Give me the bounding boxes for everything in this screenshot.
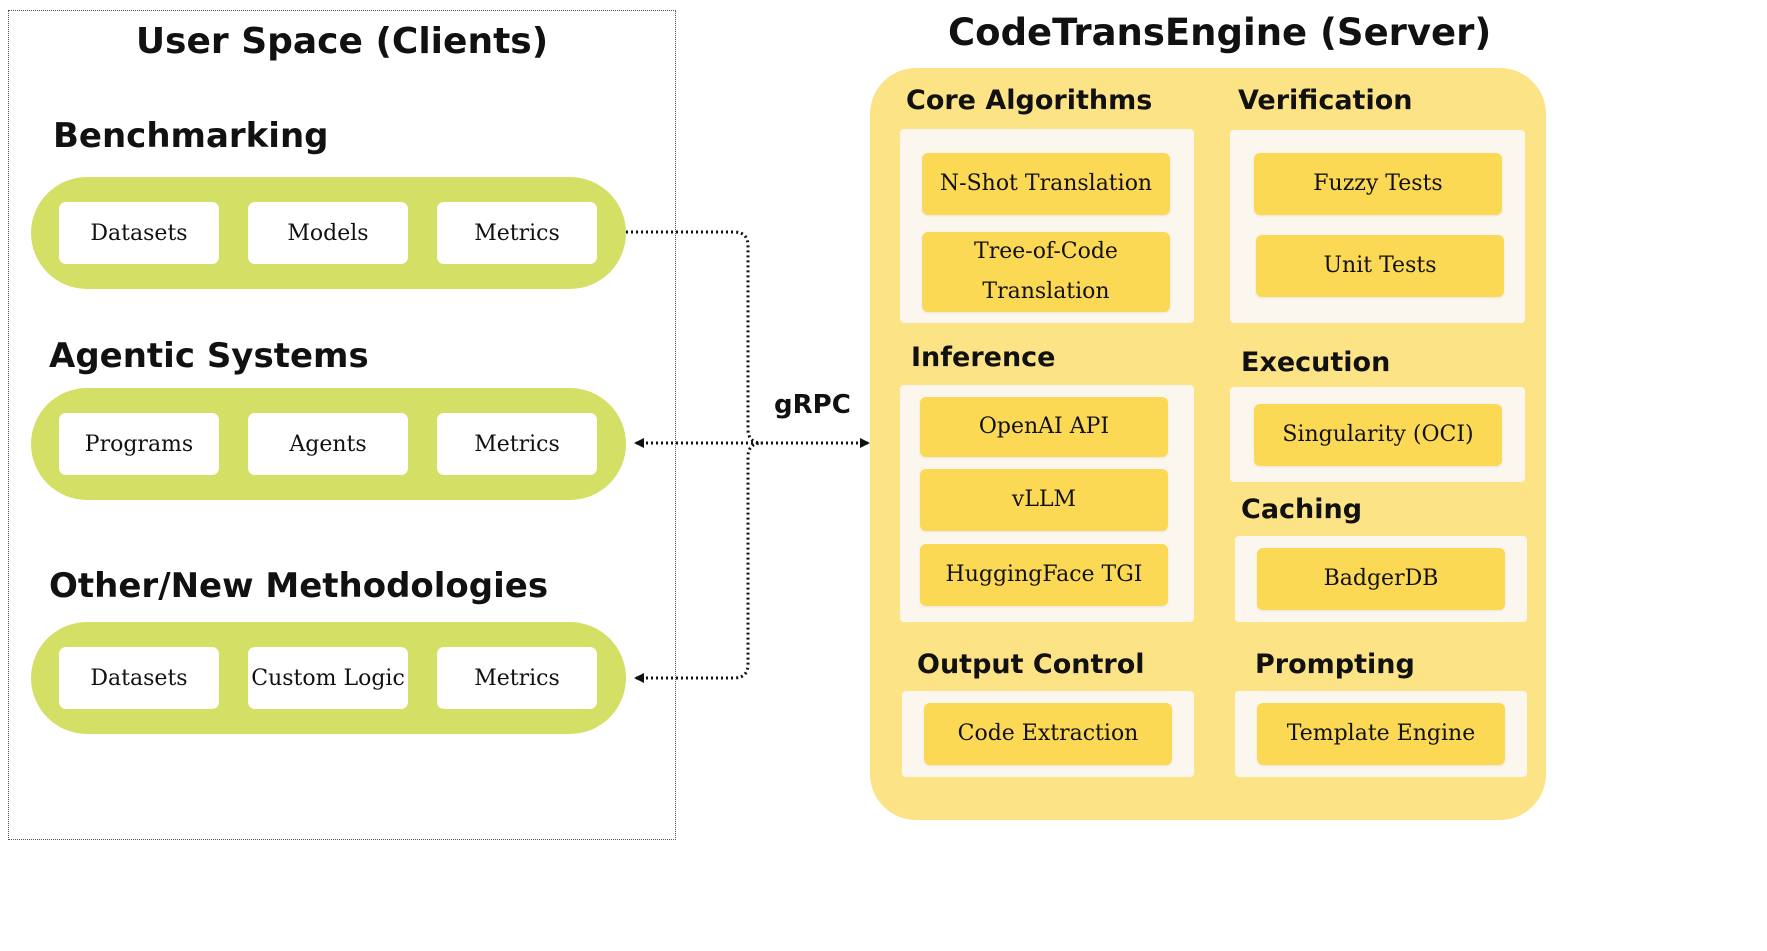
- client-panel: [8, 10, 676, 840]
- section-title-output-control: Output Control: [917, 649, 1145, 680]
- huggingface-tgi-box: HuggingFace TGI: [920, 544, 1168, 606]
- item-models: Models: [248, 202, 408, 264]
- section-title-inference: Inference: [911, 342, 1056, 373]
- n-shot-translation-box: N-Shot Translation: [922, 153, 1170, 215]
- group-title-other-methodologies: Other/New Methodologies: [49, 566, 549, 606]
- openai-api-box: OpenAI API: [920, 397, 1168, 457]
- grpc-label: gRPC: [774, 390, 851, 420]
- connector-line-benchmarking: [626, 230, 763, 445]
- section-title-verification: Verification: [1238, 85, 1413, 116]
- item-datasets: Datasets: [59, 647, 219, 709]
- item-metrics: Metrics: [437, 413, 597, 475]
- unit-tests-box: Unit Tests: [1256, 235, 1504, 297]
- fuzzy-tests-box: Fuzzy Tests: [1254, 153, 1502, 215]
- template-engine-box: Template Engine: [1257, 703, 1505, 765]
- item-agents: Agents: [248, 413, 408, 475]
- item-metrics: Metrics: [437, 202, 597, 264]
- connector-line-other: [634, 441, 763, 683]
- section-title-execution: Execution: [1241, 347, 1391, 378]
- client-title: User Space (Clients): [135, 21, 549, 62]
- badgerdb-box: BadgerDB: [1257, 548, 1505, 610]
- singularity-oci-box: Singularity (OCI): [1254, 404, 1502, 466]
- server-title: CodeTransEngine (Server): [948, 11, 1492, 54]
- group-title-agentic-systems: Agentic Systems: [49, 336, 369, 376]
- item-datasets: Datasets: [59, 202, 219, 264]
- item-custom-logic: Custom Logic: [248, 647, 408, 709]
- vllm-box: vLLM: [920, 469, 1168, 531]
- section-title-caching: Caching: [1241, 494, 1363, 525]
- section-title-core-algorithms: Core Algorithms: [906, 85, 1153, 116]
- section-title-prompting: Prompting: [1255, 649, 1415, 680]
- group-title-benchmarking: Benchmarking: [53, 116, 329, 156]
- item-metrics: Metrics: [437, 647, 597, 709]
- tree-of-code-translation-box: Tree-of-Code Translation: [922, 232, 1170, 312]
- code-extraction-box: Code Extraction: [924, 703, 1172, 765]
- item-programs: Programs: [59, 413, 219, 475]
